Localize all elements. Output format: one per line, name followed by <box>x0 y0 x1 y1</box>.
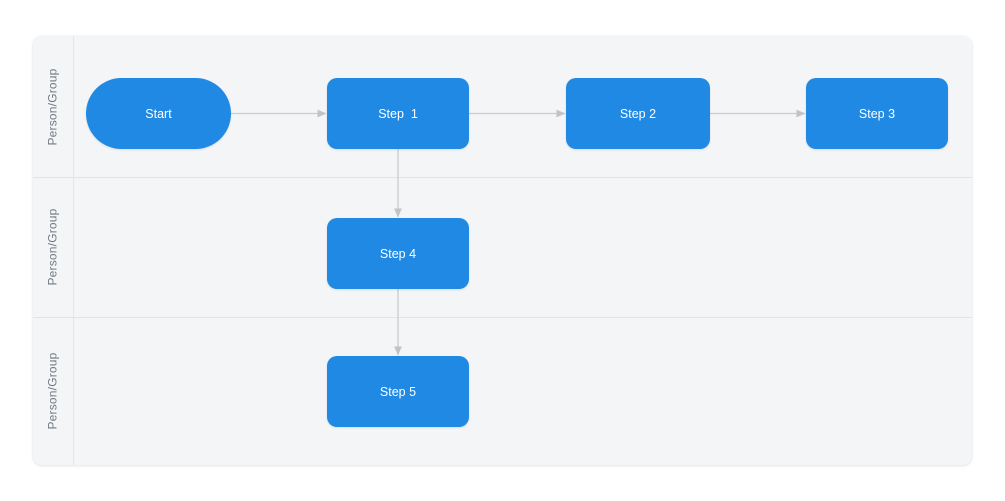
node-start[interactable]: Start <box>86 78 231 149</box>
node-step-1-label: Step 1 <box>378 106 418 121</box>
lane-divider-2 <box>33 317 972 318</box>
lane-label-3-text: Person/Group <box>46 352 61 430</box>
lane-label-column-divider <box>73 36 74 465</box>
node-step-1[interactable]: Step 1 <box>327 78 469 149</box>
lane-label-2[interactable]: Person/Group <box>33 177 73 317</box>
lane-label-3[interactable]: Person/Group <box>33 317 73 465</box>
node-start-label: Start <box>145 106 172 121</box>
lane-label-1-text: Person/Group <box>46 67 61 146</box>
node-step-3-label: Step 3 <box>858 106 896 121</box>
lane-label-1[interactable]: Person/Group <box>33 36 73 177</box>
node-step-2-label: Step 2 <box>619 106 657 121</box>
lane-divider-1 <box>33 177 972 178</box>
node-step-4[interactable]: Step 4 <box>327 218 469 289</box>
node-step-4-label: Step 4 <box>379 246 417 261</box>
node-step-5-label: Step 5 <box>379 384 417 399</box>
node-step-2[interactable]: Step 2 <box>566 78 710 149</box>
node-step-5[interactable]: Step 5 <box>327 356 469 427</box>
node-step-3[interactable]: Step 3 <box>806 78 948 149</box>
lane-label-2-text: Person/Group <box>46 208 61 286</box>
